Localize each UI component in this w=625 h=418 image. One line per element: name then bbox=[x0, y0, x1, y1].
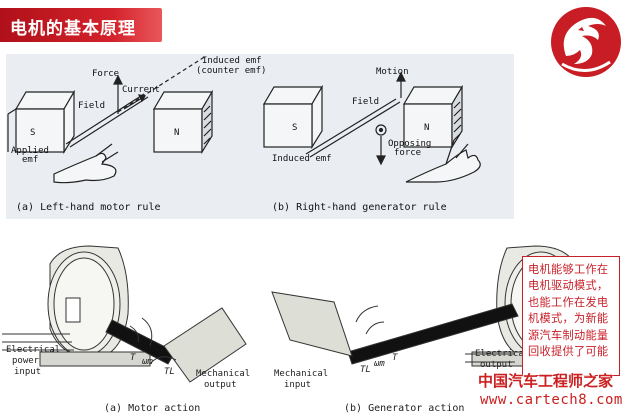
torque-t-left: T bbox=[130, 353, 136, 363]
field-label-left: Field bbox=[78, 101, 105, 111]
s-label-left: S bbox=[30, 128, 35, 138]
right-hand-caption: (b) Right-hand generator rule bbox=[272, 202, 447, 213]
right-conductor bbox=[305, 98, 397, 155]
induced-emf-top-label: Induced emf bbox=[202, 56, 262, 66]
torque-tl-right: TL bbox=[360, 365, 371, 375]
electrical-output-label-1: Electrical bbox=[475, 349, 529, 359]
note-box: 电机能够工作在电机驱动模式，也能工作在发电机模式，为新能源汽车制动能量回收提供了… bbox=[522, 256, 620, 376]
left-hand-caption: (a) Left-hand motor rule bbox=[16, 202, 161, 213]
electrical-input-label-1: Electrical bbox=[6, 345, 60, 355]
left-conductor bbox=[65, 93, 145, 145]
force-opp-label: force bbox=[394, 148, 421, 158]
torque-t-right: T bbox=[392, 353, 398, 363]
emf-label: emf bbox=[22, 155, 38, 165]
mechanical-output-label-1: Mechanical bbox=[196, 369, 250, 379]
motion-label: Motion bbox=[376, 67, 409, 77]
motor-output-paddle bbox=[163, 307, 247, 383]
current-label: Current bbox=[122, 85, 160, 95]
force-label: Force bbox=[92, 69, 119, 79]
induced-emf-bottom-label: Induced emf bbox=[272, 154, 332, 164]
electrical-input-label-2: power bbox=[12, 356, 40, 366]
generator-action-caption: (b) Generator action bbox=[344, 403, 464, 414]
right-s-magnet bbox=[262, 84, 324, 150]
counter-emf-label: (counter emf) bbox=[196, 66, 266, 76]
motor-action-caption: (a) Motor action bbox=[104, 403, 200, 414]
generator-input-paddle bbox=[271, 291, 353, 357]
slide-title: 电机的基本原理 bbox=[10, 19, 136, 39]
dragon-logo-icon bbox=[551, 7, 621, 77]
hand-rules-figure: S N S N Force Current Field Applied emf … bbox=[6, 54, 514, 219]
left-n-magnet bbox=[152, 89, 214, 155]
electrical-output-label-2: output bbox=[480, 360, 513, 370]
generator-shaft bbox=[347, 303, 519, 365]
omega-left: ωm bbox=[142, 357, 153, 367]
mechanical-input-label-1: Mechanical bbox=[274, 369, 328, 379]
watermark-chinese: 中国汽车工程师之家 bbox=[478, 372, 614, 390]
n-label-right: N bbox=[424, 123, 429, 133]
slide-title-bar: 电机的基本原理 bbox=[0, 8, 162, 42]
left-s-magnet bbox=[7, 89, 76, 155]
electrical-input-label-3: input bbox=[14, 367, 41, 377]
right-n-magnet bbox=[402, 84, 464, 150]
note-text: 电机能够工作在电机驱动模式，也能工作在发电机模式，为新能源汽车制动能量回收提供了… bbox=[528, 263, 609, 359]
opposing-label: Opposing bbox=[388, 139, 431, 149]
n-label-left: N bbox=[174, 128, 179, 138]
watermark-url: www.cartech8.com bbox=[480, 392, 623, 408]
mechanical-input-label-2: input bbox=[284, 380, 311, 390]
s-label-right: S bbox=[292, 123, 297, 133]
mechanical-output-label-2: output bbox=[204, 380, 237, 390]
torque-tl-left: TL bbox=[164, 367, 175, 377]
omega-right: ωm bbox=[374, 359, 385, 369]
applied-label: Applied bbox=[11, 146, 49, 156]
field-label-right: Field bbox=[352, 97, 379, 107]
motor-shaft bbox=[105, 319, 176, 365]
